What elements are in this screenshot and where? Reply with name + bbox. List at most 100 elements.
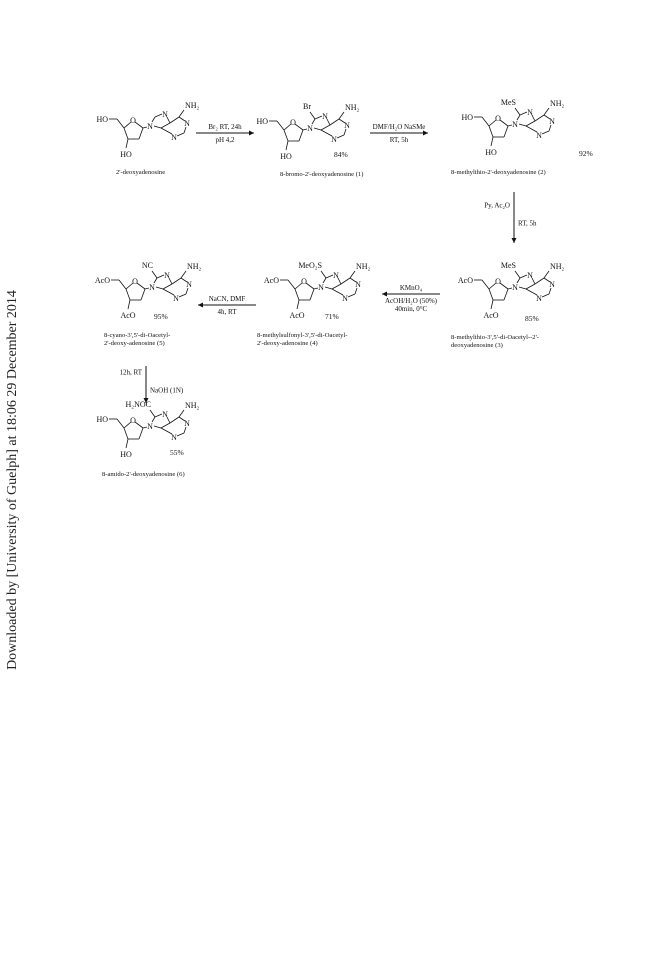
ring-oxygen-label: O: [130, 116, 136, 125]
imidazole-bond: [162, 283, 173, 290]
amine-bond: [543, 270, 550, 279]
compound-name: 8-bromo-2'-deoxyadenosine (1): [280, 171, 363, 178]
pyrimidine-bond: [354, 287, 358, 295]
n1-label: N: [184, 119, 190, 128]
pyrimidine-bond: [548, 124, 552, 132]
condition-above: NaCN, DMF: [209, 295, 246, 303]
amine-bond: [178, 109, 185, 118]
molecule-c4: OAcOAcONNNNNH₂MeO₂S71%8-methylsulfonyl-3…: [257, 261, 371, 347]
imidazole-bond: [151, 416, 156, 423]
imidazole-bond: [531, 114, 536, 122]
compound-name: 8-amido-2'-deoxyadenosine (6): [102, 471, 185, 478]
compound-name: 8-methylsulfonyl-3',5'-di-Oacetyl-: [257, 332, 347, 339]
substituent-bond: [514, 107, 521, 116]
amine-bond: [543, 107, 550, 116]
pyrimidine-bond: [343, 128, 347, 136]
pyrimidine-bond: [525, 288, 538, 296]
imidazole-bond: [160, 422, 171, 429]
condition-above: DMF/H₂O NaSMe: [373, 123, 426, 131]
sugar-bond: [134, 121, 144, 129]
amine-label: NH₂: [550, 262, 565, 271]
imidazole-bond: [166, 416, 171, 424]
pyrimidine-bond: [162, 288, 175, 296]
c5-bond: [116, 118, 125, 129]
glycosidic-bond: [507, 287, 513, 290]
n9-label: N: [149, 283, 155, 292]
pyrimidine-bond: [171, 277, 182, 285]
c3-o-bond: [285, 140, 289, 151]
substituent-label: H₂NOC: [126, 400, 151, 409]
sugar-bond: [499, 119, 509, 127]
amine-bond: [338, 111, 345, 120]
sugar-bond: [499, 282, 509, 290]
n1-label: N: [549, 117, 555, 126]
imidazole-bond: [313, 127, 322, 131]
imidazole-bond: [154, 113, 163, 118]
five-prime-label: AcO: [458, 276, 473, 285]
five-prime-label: AcO: [95, 276, 110, 285]
glycosidic-bond: [302, 128, 308, 131]
c5-bond: [481, 116, 490, 127]
imidazole-bond: [168, 277, 173, 285]
ring-oxygen-label: O: [130, 416, 136, 425]
sugar-bond: [503, 288, 509, 301]
imidazole-bond: [519, 111, 528, 116]
arrow-head: [143, 398, 149, 403]
pyrimidine-bond: [347, 293, 356, 298]
amine-label: NH₂: [185, 101, 200, 110]
n3-label: N: [173, 294, 179, 303]
n9-label: N: [147, 422, 153, 431]
imidazole-bond: [155, 286, 164, 290]
imidazole-bond: [325, 274, 334, 279]
sugar-bond: [488, 282, 497, 290]
c3-o-bond: [296, 299, 300, 310]
pyrimidine-bond: [320, 129, 333, 137]
n3-label: N: [536, 294, 542, 303]
pyrimidine-bond: [183, 426, 187, 434]
substituent-bond: [149, 409, 156, 418]
n9-label: N: [512, 283, 518, 292]
imidazole-bond: [337, 277, 342, 285]
pyrimidine-bond: [534, 277, 545, 285]
sugar-bond: [123, 427, 129, 440]
imidazole-bond: [154, 413, 163, 418]
sugar-bond: [125, 282, 134, 290]
sugar-bond: [294, 288, 300, 301]
c5-bond: [116, 418, 125, 429]
c5-bond: [276, 120, 285, 131]
ring-oxygen-label: O: [132, 277, 138, 286]
n7-label: N: [527, 108, 533, 117]
pyrimidine-bond: [340, 277, 351, 285]
pyrimidine-bond: [541, 130, 550, 135]
n3-label: N: [171, 433, 177, 442]
molecule-c2: OHOHONNNNNH₂MeS92%8-methylthio-2'-deoxya…: [451, 98, 593, 176]
sugar-bond: [138, 127, 144, 140]
pyrimidine-bond: [178, 293, 187, 298]
n7-label: N: [322, 112, 328, 121]
sugar-bond: [488, 125, 494, 138]
amine-label: NH₂: [185, 401, 200, 410]
substituent-label: MeS: [501, 98, 516, 107]
sugar-bond: [140, 288, 146, 301]
c3-o-bond: [127, 299, 131, 310]
n7-label: N: [333, 271, 339, 280]
imidazole-bond: [151, 116, 156, 123]
imidazole-bond: [331, 283, 342, 290]
n1-label: N: [355, 280, 361, 289]
condition-below: AcOH/H₂O (50%): [385, 297, 438, 305]
sugar-bond: [298, 129, 304, 142]
amine-bond: [180, 270, 187, 279]
n3-label: N: [342, 294, 348, 303]
n7-label: N: [162, 110, 168, 119]
condition-left: 12h, RT: [119, 369, 142, 377]
n3-label: N: [536, 131, 542, 140]
imidazole-bond: [531, 277, 536, 285]
molecule-c3: OAcOAcONNNNNH₂MeS85%8-methylthio-3',5'-d…: [451, 261, 565, 349]
compound-name: 8-cyano-3',5'-di-Oacetyl-: [104, 332, 170, 339]
glycosidic-bond: [142, 426, 148, 429]
